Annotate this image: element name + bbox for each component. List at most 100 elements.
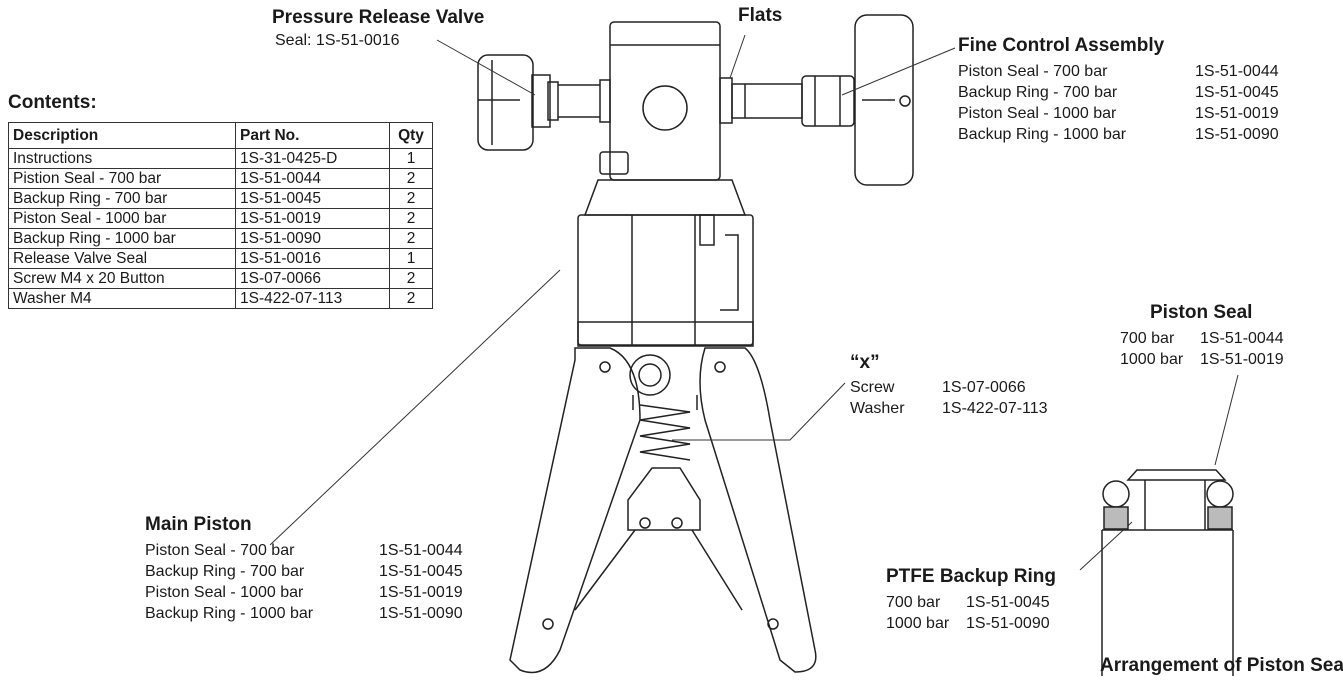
pump-body: [577, 214, 754, 346]
spring: [639, 404, 691, 461]
cell-part-no: 1S-51-0045: [235, 188, 390, 209]
col-qty: Qty: [389, 122, 433, 149]
item-part: 1S-51-0045: [966, 594, 1050, 611]
item-label: Backup Ring - 1000 bar: [958, 126, 1127, 143]
list-item: 1000 bar 1S-51-0090: [886, 613, 1050, 634]
cell-qty: 2: [389, 268, 433, 289]
cell-part-no: 1S-07-0066: [235, 268, 390, 289]
list-item: Backup Ring - 1000 bar 1S-51-0090: [958, 124, 1279, 145]
cell-part-no: 1S-51-0016: [235, 248, 390, 269]
cell-part-no: 1S-51-0090: [235, 228, 390, 249]
item-part: 1S-51-0019: [1200, 351, 1284, 368]
fine-control-list: Piston Seal - 700 bar 1S-51-0044 Backup R…: [958, 61, 1279, 145]
list-item: Piston Seal - 1000 bar 1S-51-0019: [958, 103, 1279, 124]
cell-part-no: 1S-422-07-113: [235, 288, 390, 309]
ptfe-backup-title: PTFE Backup Ring: [886, 566, 1056, 587]
item-part: 1S-51-0044: [1200, 330, 1284, 347]
cell-part-no: 1S-51-0044: [235, 168, 390, 189]
item-label: 1000 bar: [886, 615, 950, 632]
item-part: 1S-51-0045: [379, 563, 463, 580]
release-valve-seal: Seal: 1S-51-0016: [275, 32, 400, 49]
cell-qty: 2: [389, 208, 433, 229]
x-callout-title: “x”: [850, 352, 880, 373]
piston-seal-title: Piston Seal: [1150, 302, 1253, 323]
item-label: Backup Ring - 1000 bar: [145, 605, 314, 622]
ptfe-backup-list: 700 bar 1S-51-0045 1000 bar 1S-51-0090: [886, 592, 1050, 634]
item-part: 1S-51-0019: [379, 584, 463, 601]
list-item: Backup Ring - 700 bar 1S-51-0045: [145, 561, 463, 582]
center-port: [642, 85, 688, 131]
col-part-no: Part No.: [235, 122, 390, 149]
item-label: Piston Seal - 700 bar: [958, 63, 1108, 80]
item-label: Backup Ring - 700 bar: [145, 563, 305, 580]
item-part: 1S-07-0066: [942, 379, 1026, 396]
main-piston-title: Main Piston: [145, 514, 252, 535]
item-part: 1S-51-0044: [379, 542, 463, 559]
list-item: Backup Ring - 1000 bar 1S-51-0090: [145, 603, 463, 624]
list-item: 700 bar 1S-51-0045: [886, 592, 1050, 613]
item-label: Backup Ring - 700 bar: [958, 84, 1118, 101]
gauge-port: [629, 354, 671, 396]
list-item: Screw 1S-07-0066: [850, 377, 1048, 398]
list-item: Piston Seal - 700 bar 1S-51-0044: [145, 540, 463, 561]
cell-description: Release Valve Seal: [8, 248, 236, 269]
fine-control-title: Fine Control Assembly: [958, 35, 1165, 56]
right-handle: [699, 347, 817, 673]
linkage: [627, 467, 701, 531]
item-label: Piston Seal - 1000 bar: [145, 584, 304, 601]
flats-label: Flats: [738, 5, 783, 26]
cell-description: Piston Seal - 1000 bar: [8, 208, 236, 229]
list-item: Piston Seal - 700 bar 1S-51-0044: [958, 61, 1279, 82]
release-valve-knob: [477, 54, 611, 151]
list-item: Washer 1S-422-07-113: [850, 398, 1048, 419]
left-handle: [509, 347, 641, 674]
cell-qty: 2: [389, 288, 433, 309]
item-label: Piston Seal - 1000 bar: [958, 105, 1117, 122]
list-item: Backup Ring - 700 bar 1S-51-0045: [958, 82, 1279, 103]
cell-description: Instructions: [8, 148, 236, 169]
cell-description: Backup Ring - 700 bar: [8, 188, 236, 209]
cell-description: Screw M4 x 20 Button: [8, 268, 236, 289]
list-item: 700 bar 1S-51-0044: [1120, 328, 1284, 349]
cell-description: Washer M4: [8, 288, 236, 309]
item-part: 1S-51-0045: [1195, 84, 1279, 101]
fine-control-knob: [719, 14, 914, 186]
list-item: Piston Seal - 1000 bar 1S-51-0019: [145, 582, 463, 603]
item-part: 1S-51-0044: [1195, 63, 1279, 80]
item-part: 1S-51-0090: [1195, 126, 1279, 143]
pressure-release-valve-title: Pressure Release Valve: [272, 7, 485, 28]
item-label: 1000 bar: [1120, 351, 1184, 368]
contents-title: Contents:: [8, 92, 97, 113]
cell-description: Pistion Seal - 700 bar: [8, 168, 236, 189]
list-item: 1000 bar 1S-51-0019: [1120, 349, 1284, 370]
cell-qty: 2: [389, 228, 433, 249]
item-part: 1S-422-07-113: [942, 400, 1048, 417]
table-header-row: Description Part No. Qty: [8, 122, 433, 149]
cell-qty: 2: [389, 168, 433, 189]
arrangement-caption: Arrangement of Piston Seals: [1100, 655, 1343, 676]
item-part: 1S-51-0019: [1195, 105, 1279, 122]
cell-part-no: 1S-31-0425-D: [235, 148, 390, 169]
cell-qty: 1: [389, 148, 433, 169]
item-part: 1S-51-0090: [966, 615, 1050, 632]
cell-qty: 1: [389, 248, 433, 269]
main-piston-list: Piston Seal - 700 bar 1S-51-0044 Backup R…: [145, 540, 463, 624]
item-part: 1S-51-0090: [379, 605, 463, 622]
cell-description: Backup Ring - 1000 bar: [8, 228, 236, 249]
small-knob: [599, 151, 629, 175]
item-label: Screw: [850, 379, 895, 396]
item-label: 700 bar: [886, 594, 941, 611]
piston-seal-list: 700 bar 1S-51-0044 1000 bar 1S-51-0019: [1120, 328, 1284, 370]
item-label: Washer: [850, 400, 905, 417]
item-label: Piston Seal - 700 bar: [145, 542, 295, 559]
seal-arrangement: [1101, 469, 1234, 676]
item-label: 700 bar: [1120, 330, 1175, 347]
